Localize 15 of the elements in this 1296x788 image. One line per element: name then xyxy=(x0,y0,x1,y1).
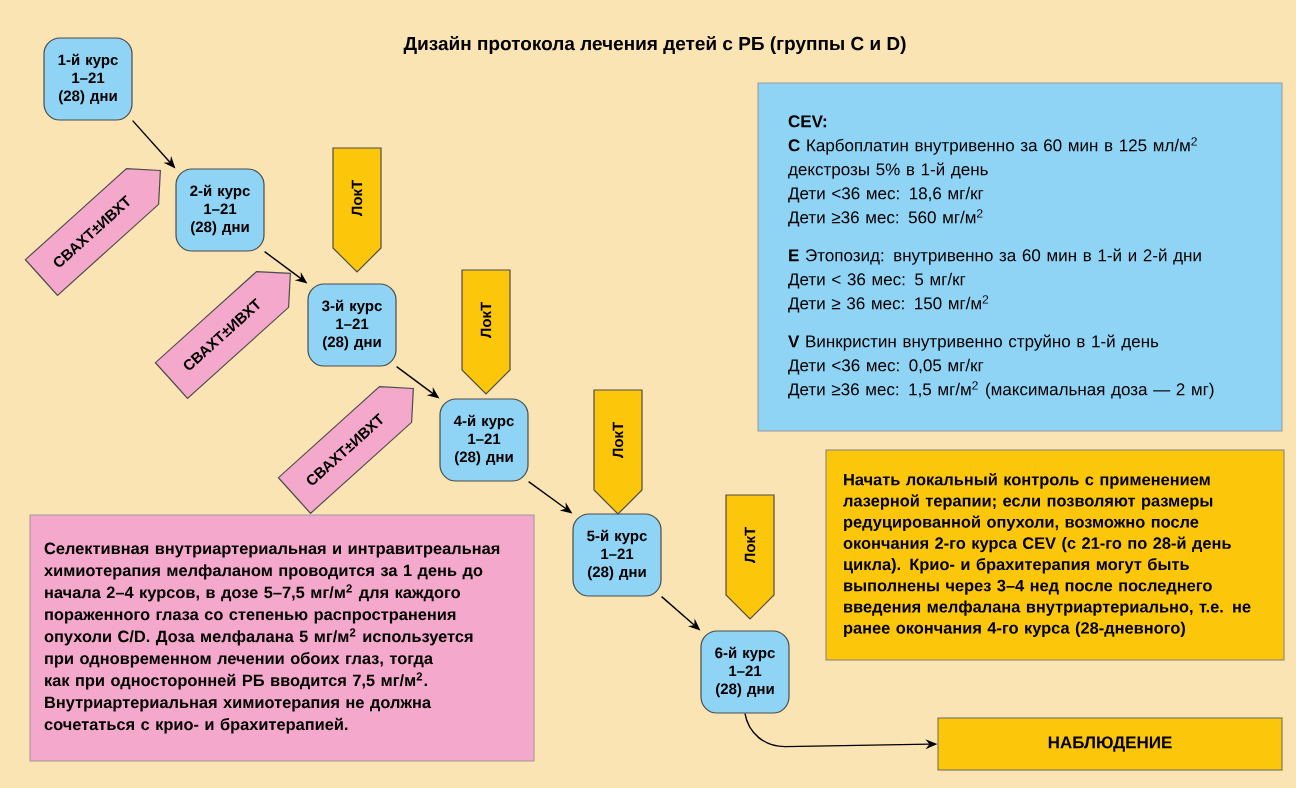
outcome-box: НАБЛЮДЕНИЕ xyxy=(937,717,1283,771)
pentagon-tag: ЛокТ xyxy=(593,389,643,515)
pentagon-tag: ЛокТ xyxy=(725,494,775,620)
course-box: 4-й курс 1–21 (28) дни xyxy=(439,398,529,482)
note-box: Начать локальный контроль с применением лазерной терапии; если позволяют размеры редуцированной опухоли, возможно после окончания 2-го курса CEV (с 21-го по 28-й день цикла). Крио- и брахитерапия могут быть выполнены через 3–4 нед после последнего введения мелфалана внутриартериально, т.е. не ранее окончания 4-го курса (28-дневного) xyxy=(825,449,1285,661)
course-box: 5-й курс 1–21 (28) дни xyxy=(572,513,662,597)
course-box: 1-й курс 1–21 (28) дни xyxy=(43,37,133,121)
pentagon-tag: ЛокТ xyxy=(332,147,382,273)
note-box: Селективная внутриартериальная и интравитреальная химиотерапия мелфаланом проводится за 1 день до начала 2–4 курсов, в дозе 5–7,5 мг/м$^{2}$ для каждого пораженного глаза со степенью распространения опухоли C/D. Доза мелфалана 5 мг/м$^{2}$ используется при одновременном лечении обоих глаз, тогда как при односторонней РБ вводится 7,5 мг/м$^{2}$. Внутриартериальная химиотерапия не должна сочетаться с крио- и брахитерапией. xyxy=(29,514,535,762)
course-box: 2-й курс 1–21 (28) дни xyxy=(175,168,265,252)
title: Дизайн протокола лечения детей с РБ (группы C и D) xyxy=(403,35,906,55)
course-box: 3-й курс 1–21 (28) дни xyxy=(307,283,397,367)
course-box: 6-й курс 1–21 (28) дни xyxy=(700,630,790,714)
info-box: CEV: C Карбоплатин внутривенно за 60 мин в 125 мл/м$^{2}$ декстрозы 5% в 1-й день Дети <36 мес: 18,6 мг/кг Дети ≥36 мес: 560 мг/м$^{2}$ E Этопозид: внутривенно за 60 мин в 1-й и 2-й дни Дети < 36 мес: 5 мг/кг Дети ≥ 36 мес: 150 мг/м$^{2}$ V Винкристин внутривенно струйно в 1-й день Дети <36 мес: 0,05 мг/кг Дети ≥36 мес: 1,5 мг/м$^{2}$ (максимальная доза — 2 мг) xyxy=(757,82,1283,432)
pentagon-tag: ЛокТ xyxy=(461,269,511,395)
